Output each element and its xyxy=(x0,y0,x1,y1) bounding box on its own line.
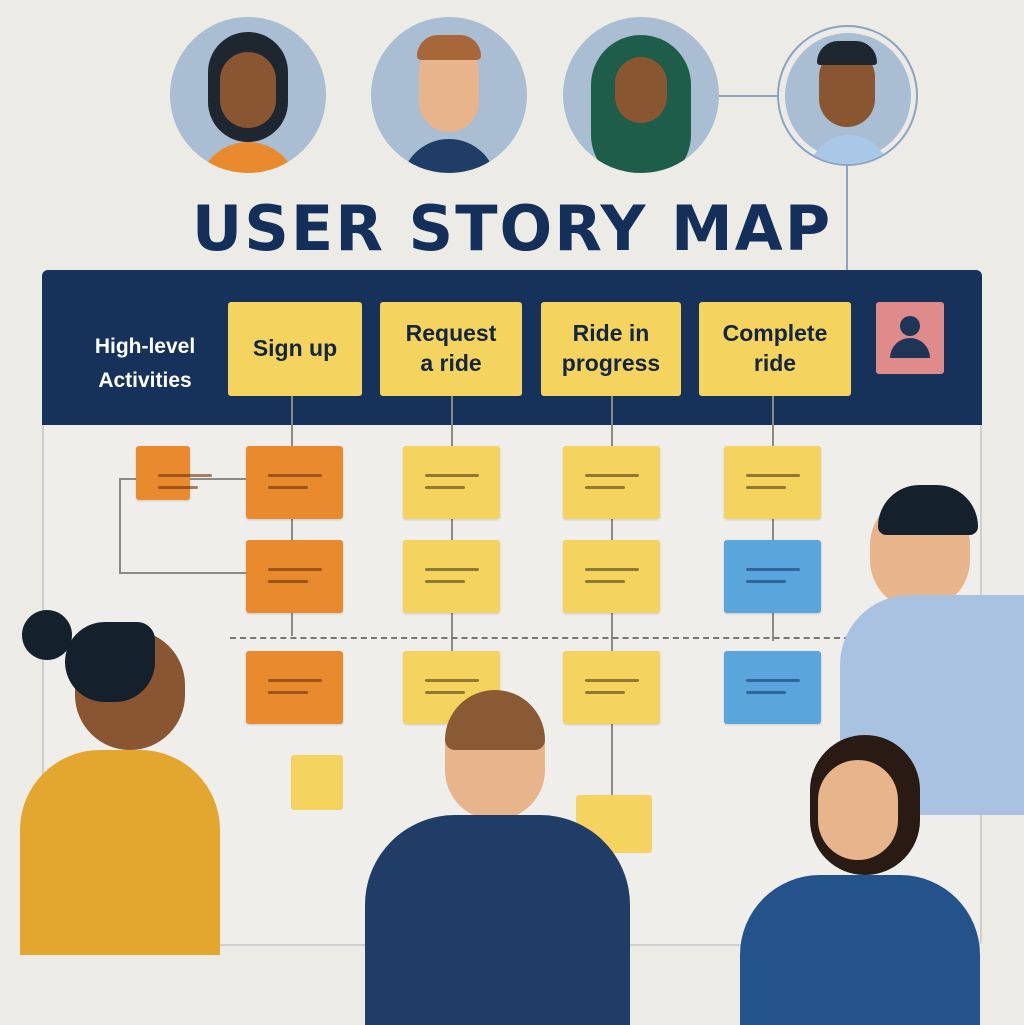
user-icon[interactable] xyxy=(876,302,944,374)
story-card[interactable] xyxy=(563,446,660,519)
story-card[interactable] xyxy=(563,651,660,724)
row-label: High-level Activities xyxy=(94,335,196,392)
story-card[interactable] xyxy=(246,540,343,613)
story-card[interactable] xyxy=(724,651,821,724)
connector-line xyxy=(719,95,777,97)
person-center xyxy=(365,690,630,1025)
story-card[interactable] xyxy=(563,540,660,613)
story-card[interactable] xyxy=(403,540,500,613)
story-card[interactable] xyxy=(136,446,212,500)
story-card[interactable] xyxy=(403,446,500,519)
persona-avatar-4 xyxy=(777,25,918,166)
persona-avatar-1 xyxy=(170,17,326,173)
connector-line xyxy=(846,166,848,270)
story-card[interactable] xyxy=(246,651,343,724)
story-card[interactable] xyxy=(724,446,821,519)
person-bottom-right xyxy=(730,735,980,1025)
activity-complete-ride[interactable]: Complete ride xyxy=(699,302,851,396)
sticky-note[interactable] xyxy=(291,755,343,810)
story-card[interactable] xyxy=(246,446,343,519)
activity-sign-up[interactable]: Sign up xyxy=(228,302,362,396)
release-divider xyxy=(230,637,850,639)
activity-ride-in-progress[interactable]: Ride in progress xyxy=(541,302,681,396)
persona-avatar-3 xyxy=(563,17,719,173)
activity-request-ride[interactable]: Request a ride xyxy=(380,302,522,396)
person-left xyxy=(0,600,280,960)
page-title: USER STORY MAP xyxy=(191,192,833,265)
persona-avatar-2 xyxy=(371,17,527,173)
story-card[interactable] xyxy=(724,540,821,613)
